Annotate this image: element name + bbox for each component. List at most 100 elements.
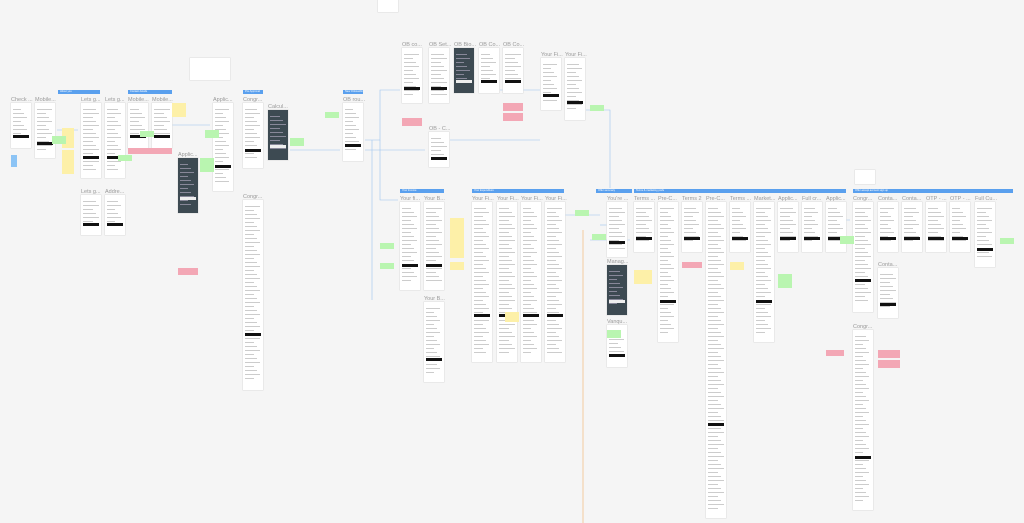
primary-button[interactable]: [431, 86, 447, 90]
primary-button[interactable]: [609, 354, 625, 358]
section-header[interactable]: Offer accept account sign up: [853, 189, 1013, 193]
phone-screen-frame[interactable]: [11, 103, 31, 148]
frame-title[interactable]: Your B...: [424, 195, 445, 202]
primary-button[interactable]: [83, 223, 99, 226]
phone-screen-frame[interactable]: [497, 202, 517, 362]
frame-title[interactable]: Congr...: [853, 323, 873, 330]
frame-title[interactable]: OB rou...: [343, 96, 365, 103]
primary-button[interactable]: [804, 237, 820, 240]
primary-button[interactable]: [505, 79, 521, 83]
frame-title[interactable]: Congr...: [243, 96, 263, 103]
primary-button[interactable]: [345, 143, 361, 147]
frame-title[interactable]: OB - C...: [429, 125, 451, 132]
primary-button[interactable]: [880, 303, 896, 306]
frame-title[interactable]: Applic...: [826, 195, 846, 202]
sticky-note[interactable]: [325, 112, 339, 118]
primary-button[interactable]: [880, 237, 896, 240]
phone-screen-frame[interactable]: [243, 103, 263, 168]
sticky-note[interactable]: [505, 312, 519, 322]
phone-screen-frame[interactable]: [706, 202, 726, 518]
primary-button[interactable]: [636, 237, 652, 240]
phone-screen-frame[interactable]: [778, 202, 798, 252]
phone-screen-frame[interactable]: [152, 103, 172, 148]
primary-button[interactable]: [547, 314, 563, 317]
sticky-note[interactable]: [140, 131, 154, 137]
frame-title[interactable]: Applic...: [213, 96, 233, 103]
primary-button[interactable]: [523, 314, 539, 317]
primary-button[interactable]: [215, 164, 231, 168]
primary-button[interactable]: [855, 456, 871, 459]
sticky-note[interactable]: [682, 262, 702, 268]
frame-title[interactable]: Your Fi...: [472, 195, 494, 202]
frame-title[interactable]: OTP - ...: [926, 195, 947, 202]
phone-screen-frame[interactable]: [541, 58, 561, 110]
sticky-note[interactable]: [575, 210, 589, 216]
primary-button[interactable]: [855, 279, 871, 282]
frame-title[interactable]: Terms ...: [634, 195, 656, 202]
primary-button[interactable]: [402, 263, 418, 267]
section-header[interactable]: Offer summary: [596, 189, 632, 193]
phone-screen-frame[interactable]: [565, 58, 585, 120]
phone-screen-frame[interactable]: [429, 48, 449, 103]
phone-screen-frame[interactable]: [826, 202, 846, 252]
phone-screen-frame[interactable]: [105, 103, 125, 178]
frame-title[interactable]: Your Fi...: [545, 195, 567, 202]
frame-title[interactable]: Vanqu...: [607, 318, 628, 325]
phone-screen-frame[interactable]: [424, 302, 444, 382]
sticky-note[interactable]: [878, 350, 900, 358]
sticky-note[interactable]: [52, 136, 66, 144]
frame-title[interactable]: Manag...: [607, 258, 629, 265]
sticky-note[interactable]: [378, 0, 398, 12]
sticky-note[interactable]: [1000, 238, 1014, 244]
frame-title[interactable]: Terms ...: [730, 195, 752, 202]
sticky-note[interactable]: [128, 148, 172, 154]
frame-title[interactable]: Your Fi...: [565, 51, 587, 58]
primary-button[interactable]: [180, 196, 196, 200]
primary-button[interactable]: [481, 79, 497, 83]
section-header[interactable]: Pre Approval: [243, 90, 263, 94]
primary-button[interactable]: [107, 155, 123, 159]
primary-button[interactable]: [456, 79, 472, 83]
phone-screen-frame[interactable]: [128, 103, 148, 148]
section-header[interactable]: Contact details: [128, 90, 172, 94]
primary-button[interactable]: [660, 300, 676, 303]
frame-title[interactable]: Your B...: [424, 295, 445, 302]
primary-button[interactable]: [404, 86, 420, 90]
phone-screen-frame[interactable]: [81, 195, 101, 235]
sticky-note[interactable]: [450, 218, 464, 258]
phone-screen-frame[interactable]: [105, 195, 125, 235]
phone-screen-frame[interactable]: [902, 202, 922, 252]
primary-button[interactable]: [567, 101, 583, 105]
frame-title[interactable]: Conta...: [902, 195, 922, 202]
section-header[interactable]: About you: [58, 90, 100, 94]
primary-button[interactable]: [130, 134, 146, 138]
phone-screen-frame[interactable]: [950, 202, 970, 252]
frame-title[interactable]: Conta...: [878, 261, 898, 268]
frame-title[interactable]: OTP - ...: [950, 195, 971, 202]
phone-screen-frame[interactable]: [454, 48, 474, 93]
section-header[interactable]: Your Income: [400, 189, 444, 193]
phone-screen-frame[interactable]: [607, 265, 627, 315]
sticky-note[interactable]: [855, 170, 875, 184]
sticky-note[interactable]: [402, 118, 422, 126]
sticky-note[interactable]: [878, 360, 900, 368]
phone-screen-frame[interactable]: [926, 202, 946, 252]
sticky-note[interactable]: [503, 113, 523, 121]
primary-button[interactable]: [107, 223, 123, 226]
frame-title[interactable]: Mobile...: [128, 96, 149, 103]
phone-screen-frame[interactable]: [853, 202, 873, 312]
phone-screen-frame[interactable]: [243, 200, 263, 390]
primary-button[interactable]: [426, 358, 442, 361]
phone-screen-frame[interactable]: [213, 103, 233, 191]
sticky-note[interactable]: [840, 236, 854, 244]
frame-title[interactable]: OB Co...: [503, 41, 525, 48]
primary-button[interactable]: [780, 237, 796, 240]
frame-title[interactable]: Congr...: [243, 193, 263, 200]
primary-button[interactable]: [828, 237, 844, 240]
phone-screen-frame[interactable]: [975, 202, 995, 267]
phone-screen-frame[interactable]: [503, 48, 523, 93]
sticky-note[interactable]: [178, 268, 198, 275]
primary-button[interactable]: [609, 300, 625, 303]
phone-screen-frame[interactable]: [682, 202, 702, 252]
